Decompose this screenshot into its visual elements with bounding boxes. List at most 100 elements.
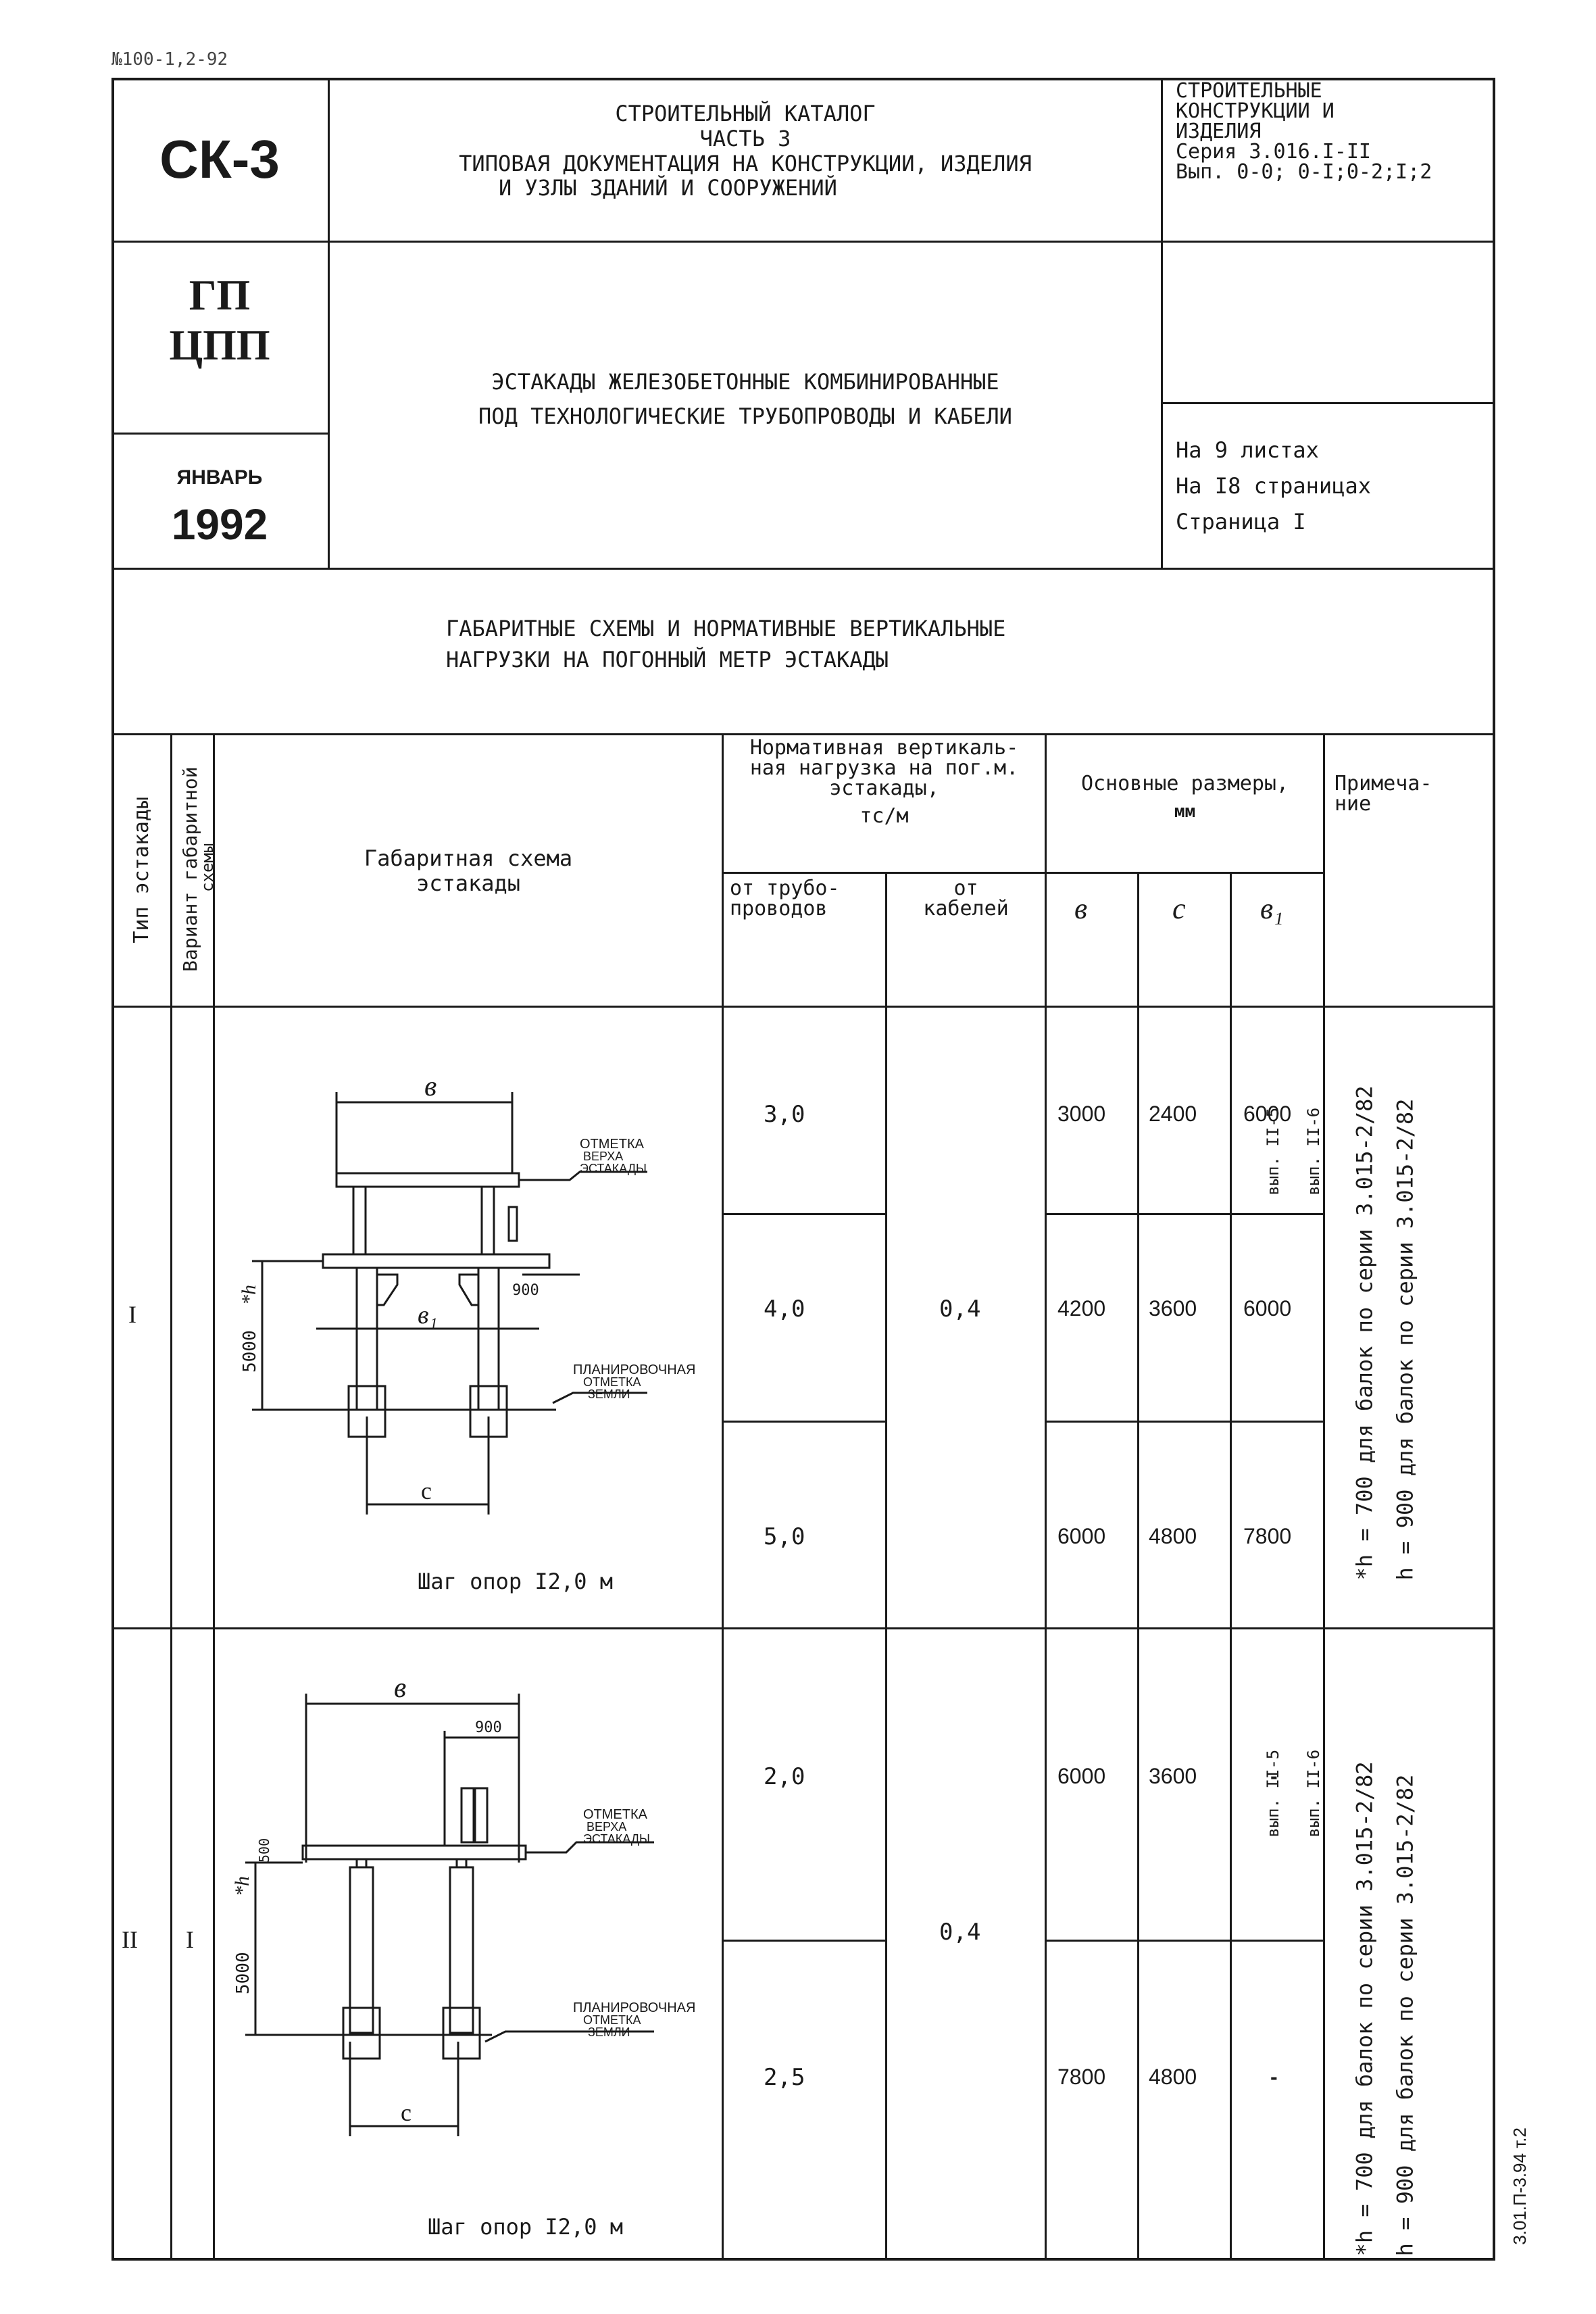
dim-900-label-2: 900 — [475, 1719, 502, 1736]
t1-c-3: 4800 — [1149, 1524, 1197, 1548]
header-divider-right — [1161, 78, 1163, 570]
t1-b1-2: 6000 — [1243, 1296, 1292, 1321]
dim-500-label: 500 — [256, 1838, 272, 1863]
t1-pipes-1: 3,0 — [764, 1101, 805, 1128]
t1-b-1: 3000 — [1057, 1102, 1106, 1126]
header-bottom-line — [111, 568, 1495, 570]
row-line — [722, 1940, 885, 1942]
header-type: Тип эстакады — [129, 796, 153, 943]
row-line — [1045, 1940, 1323, 1942]
t1-note-1b: вып. II-5 — [1264, 1107, 1283, 1196]
t2-note-1: *h = 700 для балок по серии 3.015-2/82 — [1351, 1761, 1378, 2257]
scheme-type-ii: в c 900 5000 *h 500 ОТМЕТКА ВЕРХА ЭСТАКА… — [231, 1673, 695, 2240]
header-b: в — [1074, 892, 1088, 925]
subheader-line — [722, 872, 1323, 874]
t2-note-1b: вып. II-5 — [1264, 1749, 1283, 1838]
t2-b-1: 6000 — [1057, 1764, 1106, 1788]
col-line-2 — [213, 733, 215, 2261]
top-mark-2-2: ВЕРХА — [587, 1820, 626, 1833]
t1-note-2b: вып. II-6 — [1304, 1107, 1324, 1196]
org-divider-line — [111, 433, 328, 435]
ground-mark-2-2: ОТМЕТКА — [583, 2013, 641, 2027]
table-top-line — [111, 733, 1495, 735]
t2-b1-2: - — [1270, 2065, 1278, 2089]
t1-b1-1: 6000 — [1243, 1102, 1292, 1126]
t1-step: Шаг опор I2,0 м — [418, 1569, 613, 1594]
dim-c-label-2: c — [401, 2099, 412, 2126]
t2-step: Шаг опор I2,0 м — [428, 2214, 623, 2240]
header-scheme: Габаритная схема эстакады — [364, 845, 573, 896]
col-line-6 — [1137, 872, 1139, 2261]
sheet-count: На 9 листах На I8 страницах Страница I — [1176, 437, 1371, 535]
t2-cables: 0,4 — [939, 1919, 981, 1946]
release-month: ЯНВАРЬ — [176, 466, 263, 489]
t2-note-2: h = 900 для балок по серии 3.015-2/82 — [1392, 1774, 1418, 2257]
sheets-divider-line — [1161, 402, 1495, 404]
row-line — [1045, 1213, 1323, 1215]
header-pipes: от трубо- проводов — [730, 877, 840, 920]
t1-pipes-3: 5,0 — [764, 1523, 805, 1550]
type-ii-variant: I — [186, 1926, 194, 1953]
col-line-7 — [1230, 872, 1232, 2261]
ground-mark-1-2: ПЛАНИРОВОЧНАЯ — [573, 2000, 695, 2015]
top-beam — [335, 1172, 520, 1188]
type-i-label: I — [128, 1301, 136, 1328]
t1-cables: 0,4 — [939, 1296, 981, 1323]
dim-h-label-2: *h — [231, 1876, 253, 1896]
dim-b1-label: в₁ — [418, 1301, 438, 1329]
t1-note-2: h = 900 для балок по серии 3.015-2/82 — [1392, 1098, 1418, 1581]
t2-pipes-1: 2,0 — [764, 1763, 805, 1790]
row-line — [1045, 1421, 1323, 1423]
row-line — [722, 1421, 885, 1423]
organization: ГП ЦПП — [169, 271, 270, 369]
ground-mark-1: ПЛАНИРОВОЧНАЯ — [573, 1362, 695, 1377]
top-mark-1: ОТМЕТКА — [580, 1137, 645, 1152]
col-line-3 — [722, 733, 724, 2261]
ground-mark-2: ОТМЕТКА — [583, 1375, 641, 1389]
header-bottom — [111, 1006, 1495, 1008]
col-line-1 — [170, 733, 172, 2261]
dim-5000-label: 5000 — [240, 1330, 260, 1373]
header-c: c — [1172, 892, 1186, 925]
dim-b-label-2: в — [394, 1673, 406, 1704]
top-mark-3-2: ЭСТАКАДЫ — [583, 1832, 650, 1846]
catalog-title: СТРОИТЕЛЬНЫЙ КАТАЛОГ ЧАСТЬ 3 ТИПОВАЯ ДОК… — [459, 101, 1032, 201]
dim-h-label: *h — [238, 1285, 260, 1305]
scheme-type-i: в в₁ c 900 5000 *h ОТМЕТКА ВЕРХА ЭСТАКАД… — [238, 1071, 695, 1594]
header-note: Примеча- ние — [1335, 772, 1432, 816]
t1-note-1: *h = 700 для балок по серии 3.015-2/82 — [1351, 1085, 1378, 1581]
t1-c-2: 3600 — [1149, 1296, 1197, 1321]
release-year: 1992 — [171, 500, 268, 549]
t1-c-1: 2400 — [1149, 1102, 1197, 1126]
t2-b1-1: - — [1270, 1764, 1278, 1788]
t2-c-2: 4800 — [1149, 2065, 1197, 2089]
header-dims: Основные размеры, мм — [1080, 772, 1289, 822]
document-title: ЭСТАКАДЫ ЖЕЛЕЗОБЕТОННЫЕ КОМБИНИРОВАННЫЕ … — [478, 369, 1012, 430]
t2-pipes-2: 2,5 — [764, 2064, 805, 2091]
dim-b-label: в — [424, 1071, 437, 1102]
t1-b1-3: 7800 — [1243, 1524, 1292, 1548]
dim-c-label: c — [421, 1477, 432, 1504]
type-divider — [111, 1627, 1495, 1629]
header-divider-left — [328, 78, 330, 570]
top-mark-3: ЭСТАКАДЫ — [580, 1162, 647, 1175]
col-line-4 — [885, 872, 887, 2261]
t2-c-1: 3600 — [1149, 1764, 1197, 1788]
header-row-line — [111, 241, 1495, 243]
col-line-5 — [1045, 733, 1047, 2261]
col-line-8 — [1323, 733, 1325, 2261]
top-mark-1-2: ОТМЕТКА — [583, 1807, 648, 1822]
doc-number: №100-1,2-92 — [111, 49, 228, 70]
page-frame — [111, 78, 1495, 2261]
section-info: СТРОИТЕЛЬНЫЕ КОНСТРУКЦИИ И ИЗДЕЛИЯ Серия… — [1176, 79, 1432, 184]
side-code: 3.01.П-3.94 т.2 — [1510, 2127, 1530, 2245]
table-subtitle: ГАБАРИТНЫЕ СХЕМЫ И НОРМАТИВНЫЕ ВЕРТИКАЛЬ… — [446, 616, 1006, 673]
dim-900-label: 900 — [512, 1282, 539, 1299]
row-line — [722, 1213, 885, 1215]
header-load: Нормативная вертикаль- ная нагрузка на п… — [749, 736, 1019, 829]
type-ii-label: II — [122, 1926, 138, 1953]
ground-mark-3: ЗЕМЛИ — [588, 1387, 630, 1401]
header-b1: в₁ — [1260, 892, 1284, 925]
t1-pipes-2: 4,0 — [764, 1296, 805, 1323]
top-mark-2: ВЕРХА — [583, 1150, 623, 1163]
